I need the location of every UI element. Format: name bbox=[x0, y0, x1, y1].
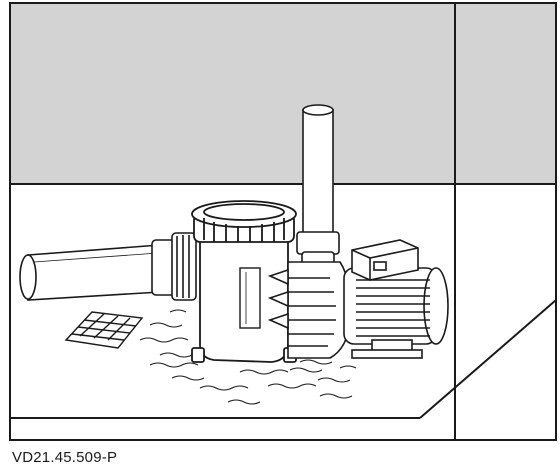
back-wall bbox=[11, 4, 455, 184]
suction-union bbox=[151, 232, 197, 301]
water-puddle bbox=[139, 309, 357, 405]
figure-caption: VD21.45.509-P bbox=[12, 449, 118, 466]
side-wall bbox=[455, 4, 556, 184]
discharge-pipe bbox=[296, 104, 340, 271]
room-frame bbox=[9, 2, 557, 441]
pump-motor bbox=[343, 267, 449, 359]
suction-pipe bbox=[19, 244, 161, 301]
floor-drain-grate bbox=[64, 311, 144, 349]
pump-volute bbox=[267, 261, 352, 359]
sight-window bbox=[239, 267, 261, 329]
terminal-box bbox=[351, 239, 419, 281]
strainer-lid bbox=[191, 200, 297, 243]
